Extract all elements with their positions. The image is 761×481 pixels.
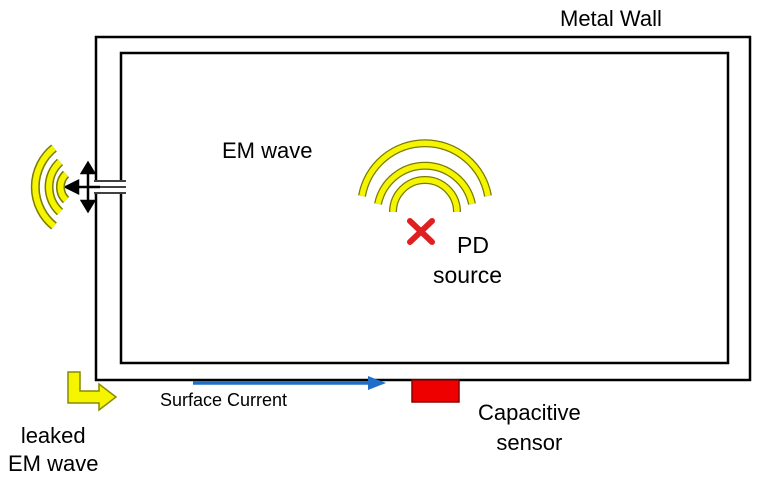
capacitive-sensor-label: Capacitive sensor (478, 398, 581, 458)
leaked-em-wave-label: leaked EM wave (8, 422, 98, 478)
surface-current-label: Surface Current (160, 390, 288, 410)
leaked-wave-bent-arrow-icon (67, 371, 118, 412)
metal-wall-outer (94, 35, 752, 382)
leak-direction-arrows-icon (63, 160, 100, 214)
metal-wall-inner (119, 51, 730, 365)
pd-source-label: PD source (433, 230, 502, 290)
em-wave-icon (358, 139, 492, 213)
leaked-wave-icon (30, 144, 70, 230)
em-wave-label: EM wave (222, 138, 313, 163)
pd-source-label-line2: source (433, 262, 503, 288)
capacitive-sensor-label-line1: Capacitive (478, 400, 581, 425)
surface-current-arrow-icon (193, 376, 386, 390)
capacitive-sensor-icon (411, 379, 460, 403)
leaked-em-wave-label-line1: leaked (20, 423, 86, 448)
capacitive-sensor-label-line2: sensor (496, 430, 563, 455)
pd-source-cross-icon (407, 218, 435, 245)
metal-wall-label: Metal Wall (560, 6, 662, 31)
wall-gap (90, 180, 126, 194)
pd-source-label-line1: PD (457, 232, 489, 258)
leaked-em-wave-label-line2: EM wave (8, 451, 99, 476)
